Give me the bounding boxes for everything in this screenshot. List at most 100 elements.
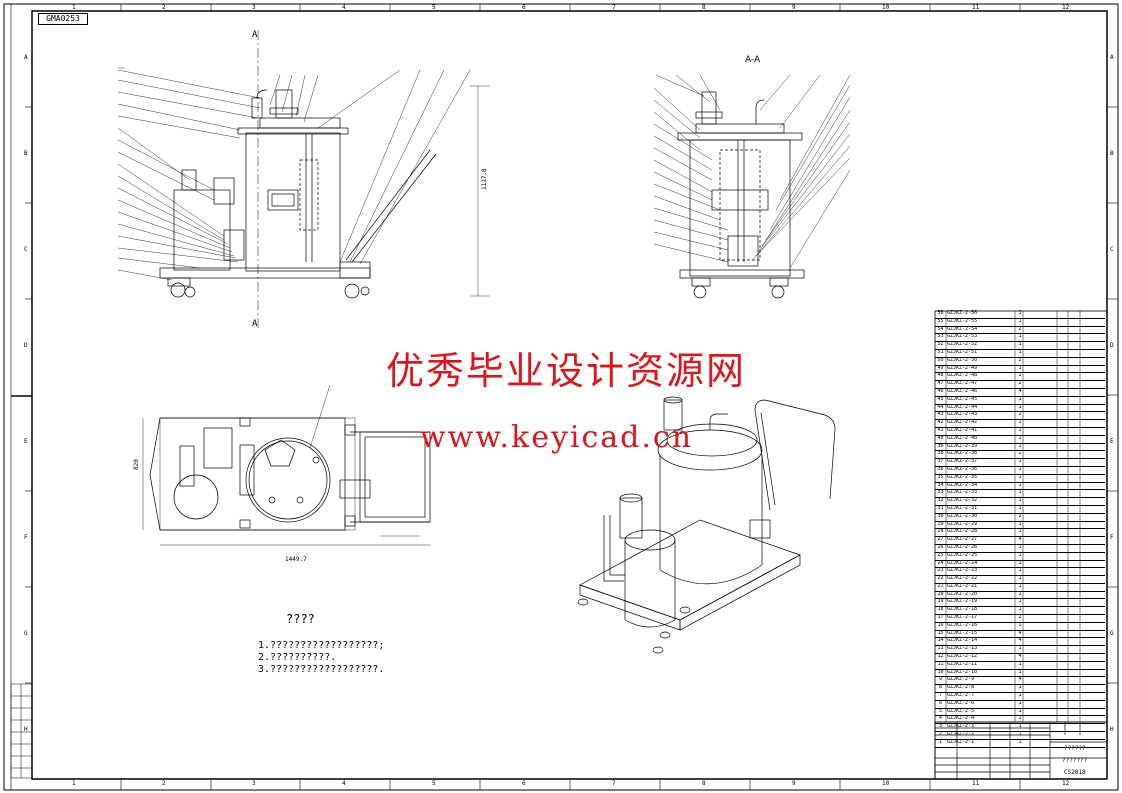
- section-mark-top: A: [252, 30, 258, 40]
- bom-item-number: 46: [937, 387, 944, 394]
- border-letter-left: G: [24, 630, 28, 637]
- border-letter-left: D: [24, 342, 28, 349]
- border-number-bottom: 9: [792, 780, 796, 787]
- border-letter-right: C: [1110, 246, 1114, 253]
- bom-item-qty: 1: [1018, 341, 1022, 348]
- bom-item-qty: 1: [1018, 684, 1022, 691]
- bom-item-qty: 1: [1018, 348, 1022, 355]
- watermark-title: 优秀毕业设计资源网: [386, 349, 747, 393]
- bom-item-code: GZJKZ-2-20: [947, 590, 978, 597]
- bom-item-number: 14: [937, 637, 944, 644]
- bom-item-code: GZJKZ-2-35: [947, 473, 978, 480]
- bom-item-number: 24: [937, 559, 944, 566]
- bom-item-number: 5: [938, 707, 942, 714]
- border-letter-left: H: [24, 726, 28, 733]
- bom-item-number: 38: [937, 450, 944, 457]
- bom-item-code: GZJKZ-2-49: [947, 364, 978, 371]
- bom-item-code: GZJKZ-2-53: [947, 333, 978, 340]
- border-number-bottom: 3: [252, 780, 256, 787]
- drawing-number: GMA0253: [38, 13, 88, 25]
- bom-item-code: GZJKZ-2-33: [947, 489, 978, 496]
- bom-item-number: 25: [937, 551, 944, 558]
- bom-item-qty: 1: [1018, 473, 1022, 480]
- border-number-bottom: 4: [342, 780, 346, 787]
- bom-item-qty: 2: [1018, 325, 1022, 332]
- bom-item-number: 27: [937, 536, 944, 543]
- bom-item-number: 22: [937, 575, 944, 582]
- bom-item-qty: 4: [1018, 387, 1022, 394]
- bom-item-qty: 2: [1018, 512, 1022, 519]
- border-letter-left: A: [24, 54, 28, 61]
- bom-item-qty: 1: [1018, 660, 1022, 667]
- bom-item-code: GZJKZ-2-8: [947, 684, 975, 691]
- note-item: 3.??????????????????.: [258, 664, 385, 675]
- bom-item-number: 12: [937, 653, 944, 660]
- bom-item-qty: 1: [1018, 364, 1022, 371]
- bom-item-number: 48: [937, 372, 944, 379]
- depth-dimension: 820: [133, 459, 140, 470]
- bom-item-number: 49: [937, 364, 944, 371]
- bom-item-qty: 1: [1018, 504, 1022, 511]
- bom-item-code: GZJKZ-2-50: [947, 356, 978, 363]
- outer-frame: [3, 3, 1119, 791]
- bom-item-code: GZJKZ-2-34: [947, 481, 978, 488]
- left-side-table: [10, 683, 33, 779]
- bom-item-number: 19: [937, 598, 944, 605]
- bom-item-number: 1: [938, 738, 942, 745]
- border-number-top: 10: [882, 4, 890, 11]
- bom-item-code: GZJKZ-2-11: [947, 660, 978, 667]
- bom-item-qty: 1: [1018, 606, 1022, 613]
- bom-item-qty: 1: [1018, 582, 1022, 589]
- border-letter-right: D: [1110, 342, 1114, 349]
- note-item: 1.??????????????????;: [258, 640, 385, 651]
- bom-item-qty: 1: [1018, 419, 1022, 426]
- border-letter-right: E: [1110, 438, 1114, 445]
- watermark-url: www.keyicad.cn: [420, 420, 694, 455]
- bom-item-qty: 1: [1018, 497, 1022, 504]
- bom-item-qty: 1: [1018, 692, 1022, 699]
- title-block-name-bottom: ???????: [1062, 757, 1088, 764]
- bom-item-code: GZJKZ-2-43: [947, 411, 978, 418]
- front-view: [117, 30, 490, 330]
- title-block-name-top: ??????: [1064, 745, 1086, 752]
- bom-item-number: 8: [938, 684, 942, 691]
- bom-item-qty: 2: [1018, 411, 1022, 418]
- bom-item-qty: 1: [1018, 543, 1022, 550]
- border-number-top: 7: [612, 4, 616, 11]
- isometric-view: [577, 396, 836, 654]
- bom-item-code: GZJKZ-2-41: [947, 426, 978, 433]
- bom-item-qty: 1: [1018, 426, 1022, 433]
- bom-item-qty: 1: [1018, 559, 1022, 566]
- bom-item-code: GZJKZ-2-27: [947, 536, 978, 543]
- bom-item-code: GZJKZ-2-3: [947, 723, 975, 730]
- title-block-code: CS2018: [1064, 769, 1086, 776]
- bom-item-number: 9: [938, 676, 942, 683]
- bom-item-number: 45: [937, 395, 944, 402]
- bom-item-qty: 1: [1018, 699, 1022, 706]
- bom-item-number: 23: [937, 567, 944, 574]
- note-item: 2.??????????.: [258, 652, 337, 663]
- bom-item-code: GZJKZ-2-16: [947, 621, 978, 628]
- border-number-bottom: 7: [612, 780, 616, 787]
- bom-item-number: 51: [937, 348, 944, 355]
